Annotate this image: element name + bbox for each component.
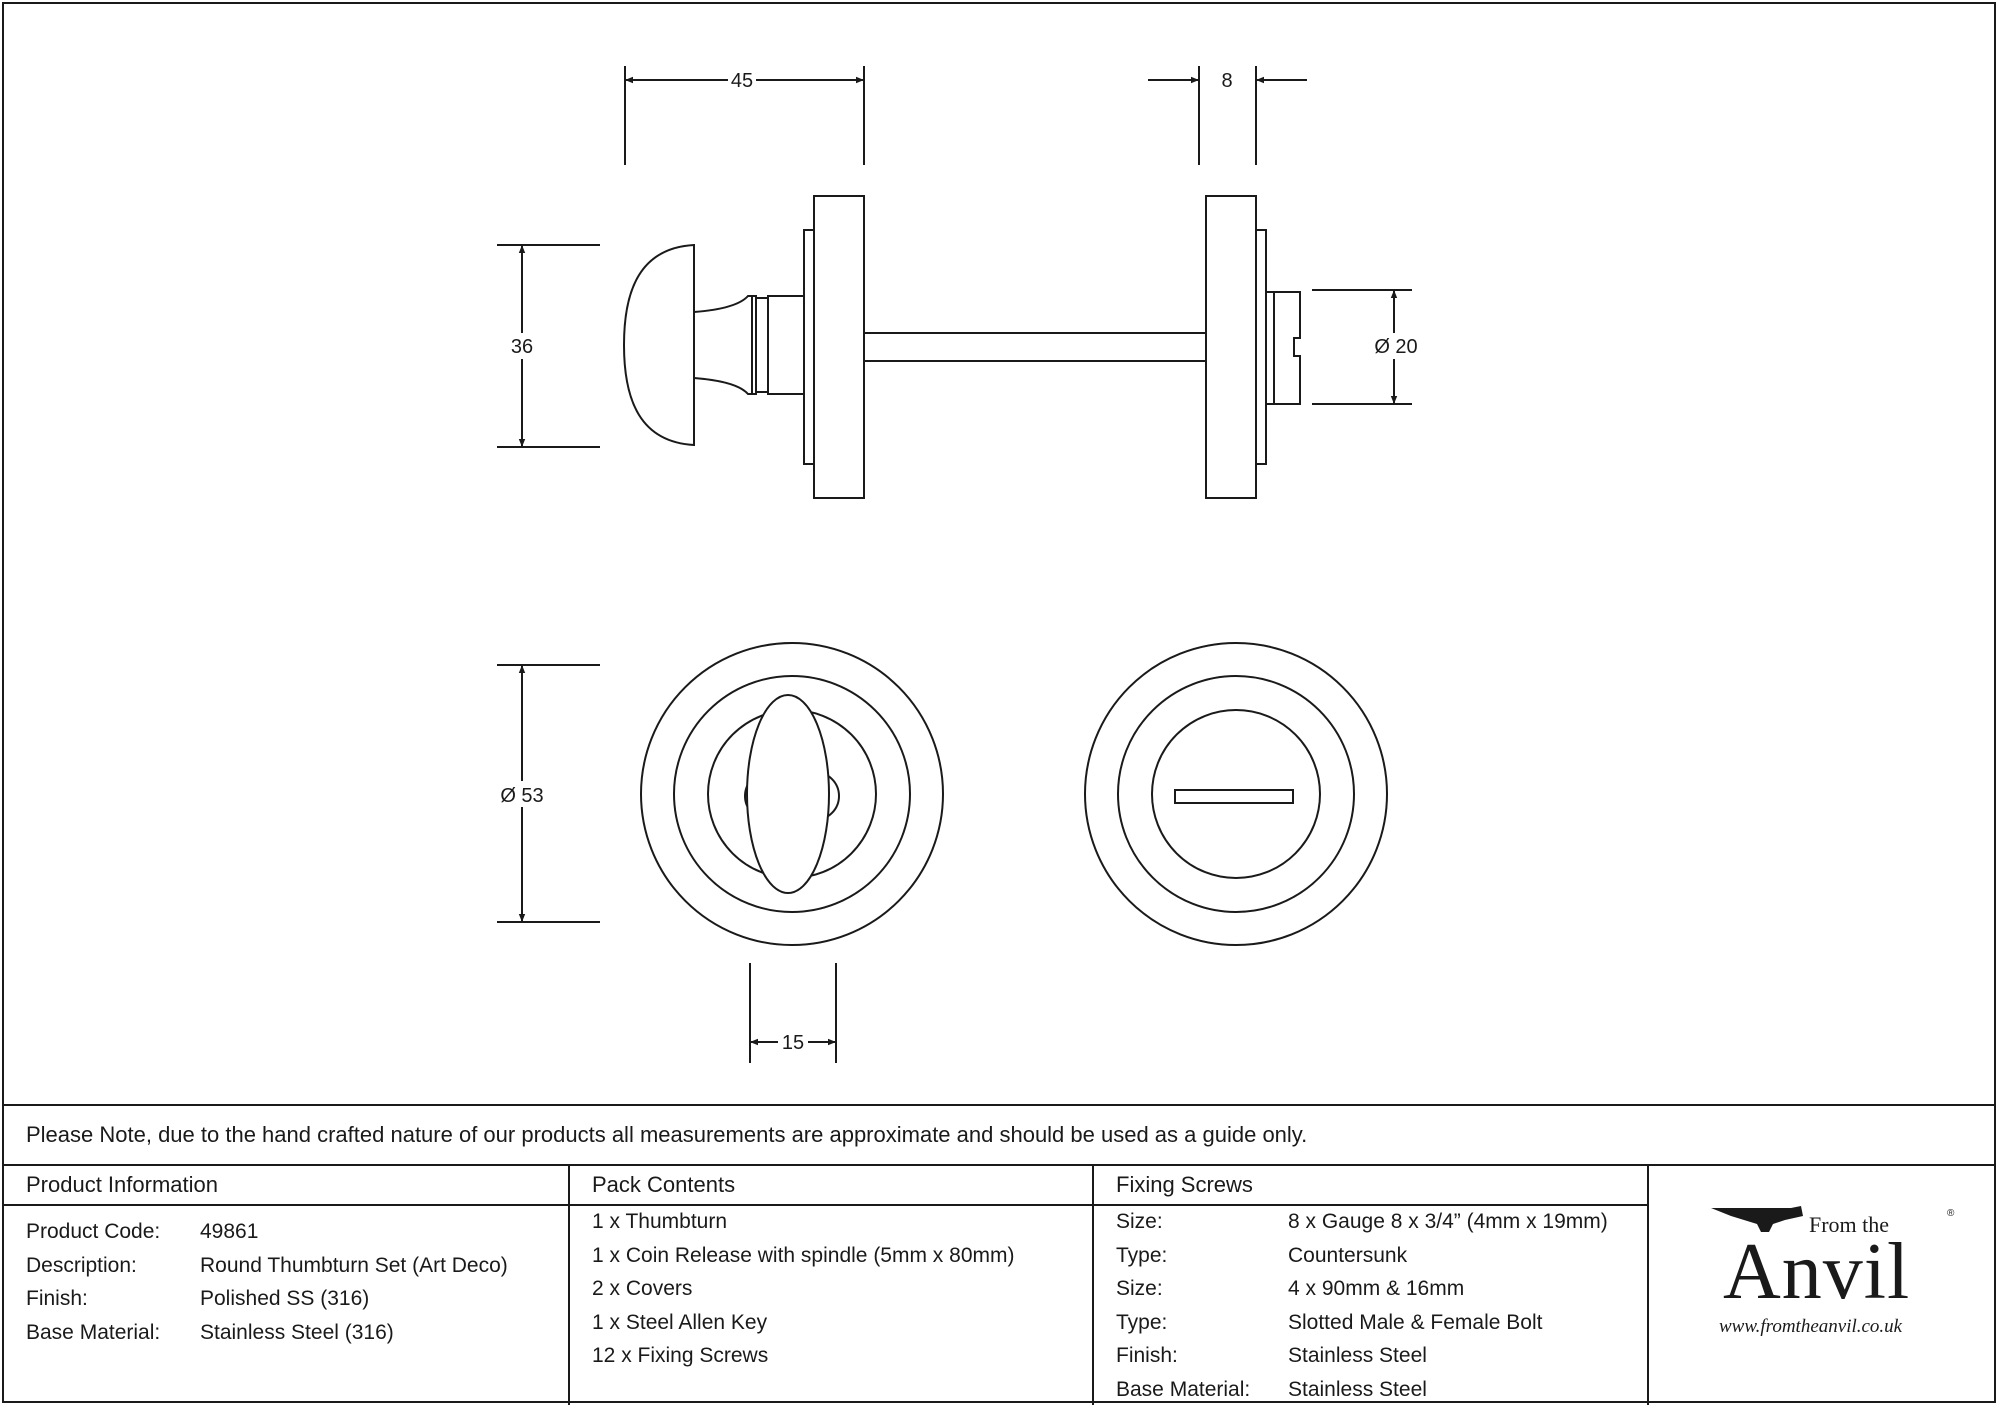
product-row-label: Description:	[26, 1254, 200, 1288]
thumbturn-neck	[694, 296, 756, 394]
product-row: Finish: Polished SS (316)	[26, 1287, 568, 1321]
logo-wordmark: Anvil	[1723, 1232, 1910, 1312]
spindle	[864, 333, 1206, 361]
thumbturn-front-view	[641, 643, 943, 945]
logo-registered-mark: ®	[1947, 1208, 1954, 1219]
coin-release-front-view	[1085, 643, 1387, 945]
technical-drawing: 45 8 36 Ø 20 Ø 53 15	[0, 0, 2000, 1104]
pack-item: 12 x Fixing Screws	[592, 1344, 1092, 1378]
pack-contents-column: Pack Contents 1 x Thumbturn 1 x Coin Rel…	[570, 1166, 1094, 1405]
pack-item: 1 x Coin Release with spindle (5mm x 80m…	[592, 1244, 1092, 1278]
product-information-column: Product Information Product Code: 49861 …	[4, 1166, 570, 1405]
pack-item: 1 x Thumbturn	[592, 1210, 1092, 1244]
product-row: Product Code: 49861	[26, 1220, 568, 1254]
screw-row: Size: 8 x Gauge 8 x 3/4” (4mm x 19mm)	[1116, 1210, 1647, 1244]
dim-8-label: 8	[1221, 70, 1232, 92]
product-row-label: Product Code:	[26, 1220, 200, 1254]
pack-item: 1 x Steel Allen Key	[592, 1311, 1092, 1345]
screw-row: Type: Countersunk	[1116, 1244, 1647, 1278]
product-information-heading: Product Information	[4, 1166, 568, 1206]
screw-row-label: Type:	[1116, 1244, 1288, 1278]
rose-plate-left-inner	[804, 230, 814, 464]
pack-contents-heading: Pack Contents	[570, 1166, 1092, 1206]
rose-plate-left	[814, 196, 864, 498]
rose-plate-right	[1206, 196, 1256, 498]
rose-plate-right-inner	[1256, 230, 1266, 464]
pack-item: 2 x Covers	[592, 1277, 1092, 1311]
thumbturn-oval	[747, 695, 829, 893]
screw-row: Finish: Stainless Steel	[1116, 1344, 1647, 1378]
thumbturn-dome	[624, 245, 694, 445]
product-row-label: Finish:	[26, 1287, 200, 1321]
screw-row-value: Stainless Steel	[1288, 1344, 1427, 1378]
screw-row-value: 8 x Gauge 8 x 3/4” (4mm x 19mm)	[1288, 1210, 1608, 1244]
screw-row: Base Material: Stainless Steel	[1116, 1378, 1647, 1411]
measurement-note: Please Note, due to the hand crafted nat…	[4, 1104, 1994, 1164]
dim-45-label: 45	[731, 70, 753, 92]
product-row-value: Round Thumbturn Set (Art Deco)	[200, 1254, 508, 1288]
product-row-value: Polished SS (316)	[200, 1287, 369, 1321]
product-row-value: 49861	[200, 1220, 258, 1254]
screw-row-value: Slotted Male & Female Bolt	[1288, 1311, 1542, 1345]
anvil-logo: From the ® Anvil www.fromtheanvil.co.uk	[1711, 1206, 1951, 1346]
fixing-screws-heading: Fixing Screws	[1094, 1166, 1647, 1206]
brand-column: From the ® Anvil www.fromtheanvil.co.uk	[1649, 1166, 1994, 1405]
screw-row-label: Size:	[1116, 1210, 1288, 1244]
screw-row-label: Type:	[1116, 1311, 1288, 1345]
dim-dia20-label: Ø 20	[1374, 336, 1417, 358]
coin-release-head	[1274, 292, 1300, 404]
dim-15-label: 15	[782, 1032, 804, 1054]
coin-slot	[1175, 790, 1293, 803]
fixing-screws-column: Fixing Screws Size: 8 x Gauge 8 x 3/4” (…	[1094, 1166, 1649, 1405]
info-table: Product Information Product Code: 49861 …	[4, 1164, 1994, 1403]
product-row-value: Stainless Steel (316)	[200, 1321, 394, 1355]
screw-row-value: Countersunk	[1288, 1244, 1407, 1278]
dim-36-label: 36	[511, 336, 533, 358]
screw-row-value: 4 x 90mm & 16mm	[1288, 1277, 1464, 1311]
product-row-label: Base Material:	[26, 1321, 200, 1355]
screw-row-label: Base Material:	[1116, 1378, 1288, 1411]
screw-row: Size: 4 x 90mm & 16mm	[1116, 1277, 1647, 1311]
screw-row-label: Finish:	[1116, 1344, 1288, 1378]
dim-dia53-label: Ø 53	[500, 785, 543, 807]
side-view	[624, 196, 1300, 498]
logo-url: www.fromtheanvil.co.uk	[1719, 1316, 1902, 1338]
product-row: Base Material: Stainless Steel (316)	[26, 1321, 568, 1355]
screw-row-label: Size:	[1116, 1277, 1288, 1311]
screw-row: Type: Slotted Male & Female Bolt	[1116, 1311, 1647, 1345]
screw-row-value: Stainless Steel	[1288, 1378, 1427, 1411]
product-row: Description: Round Thumbturn Set (Art De…	[26, 1254, 568, 1288]
